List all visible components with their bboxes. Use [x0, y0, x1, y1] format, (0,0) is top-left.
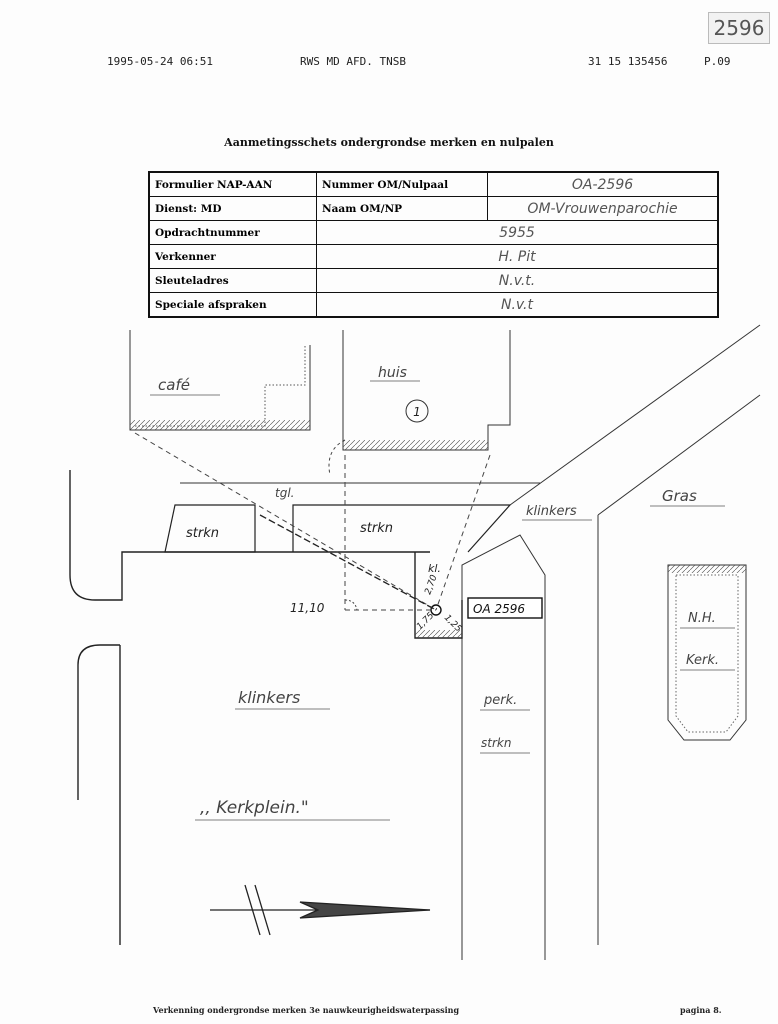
label-klinkers-main: klinkers — [238, 688, 300, 707]
kerk-building — [667, 564, 747, 741]
naam-label: Naam OM/NP — [316, 196, 488, 221]
speciale-value: N.v.t — [316, 292, 719, 318]
label-measure-1: 11,10 — [290, 601, 325, 615]
label-nh: N.H. — [688, 611, 716, 626]
sleutel-label: Sleuteladres — [148, 268, 317, 293]
label-strkn-low: strkn — [481, 736, 511, 750]
form-row: Speciale afspraken N.v.t — [148, 292, 719, 318]
verkenner-value: H. Pit — [316, 244, 719, 269]
form-row: Formulier NAP-AAN Nummer OM/Nulpaal OA-2… — [148, 171, 719, 197]
label-measure-2: 2,70 — [423, 574, 439, 597]
nummer-value: OA-2596 — [487, 171, 719, 197]
form-table: Formulier NAP-AAN Nummer OM/Nulpaal OA-2… — [148, 171, 719, 318]
street-edge-left — [69, 470, 430, 945]
label-kerkplein: ,, Kerkplein." — [200, 798, 309, 818]
cafe-building — [129, 330, 311, 431]
label-kl: kl. — [428, 562, 441, 575]
stamp-number: 2596 — [708, 12, 770, 44]
label-perk: perk. — [483, 693, 517, 708]
opdracht-label: Opdrachtnummer — [148, 220, 317, 245]
speciale-label: Speciale afspraken — [148, 292, 317, 318]
fax-sender: RWS MD AFD. TNSB — [300, 55, 406, 68]
form-row: Dienst: MD Naam OM/NP OM-Vrouwenparochie — [148, 196, 719, 221]
marker-label-box — [467, 597, 543, 619]
footer-left: Verkenning ondergrondse merken 3e nauwke… — [153, 1005, 460, 1015]
stoep-boxes — [164, 504, 512, 553]
label-cafe: café — [158, 376, 190, 394]
document-title: Aanmetingsschets ondergrondse merken en … — [224, 136, 554, 149]
fax-page: P.09 — [704, 55, 731, 68]
nummer-label: Nummer OM/Nulpaal — [316, 171, 488, 197]
label-strkn-mid: strkn — [360, 521, 393, 536]
label-huis-number: 1 — [413, 405, 421, 419]
label-tgl: tgl. — [275, 486, 294, 500]
label-marker: OA 2596 — [473, 602, 525, 616]
fax-datetime: 1995-05-24 06:51 — [107, 55, 213, 68]
label-huis: huis — [378, 365, 407, 381]
measurement-lines — [134, 432, 491, 611]
form-row: Verkenner H. Pit — [148, 244, 719, 269]
label-klinkers-right: klinkers — [526, 504, 577, 519]
fax-phone: 31 15 135456 — [588, 55, 668, 68]
verkenner-label: Verkenner — [148, 244, 317, 269]
footer-right: pagina 8. — [680, 1005, 722, 1015]
north-arrow-icon — [210, 884, 431, 936]
form-row: Sleuteladres N.v.t. — [148, 268, 719, 293]
sleutel-value: N.v.t. — [316, 268, 719, 293]
huis-building — [342, 330, 511, 451]
marker-corner — [414, 552, 543, 639]
label-strkn-left: strkn — [186, 526, 219, 541]
label-kerk: Kerk. — [686, 653, 719, 668]
label-gras: Gras — [662, 487, 697, 505]
dienst-label: Dienst: MD — [148, 196, 317, 221]
label-underlines — [150, 380, 735, 821]
